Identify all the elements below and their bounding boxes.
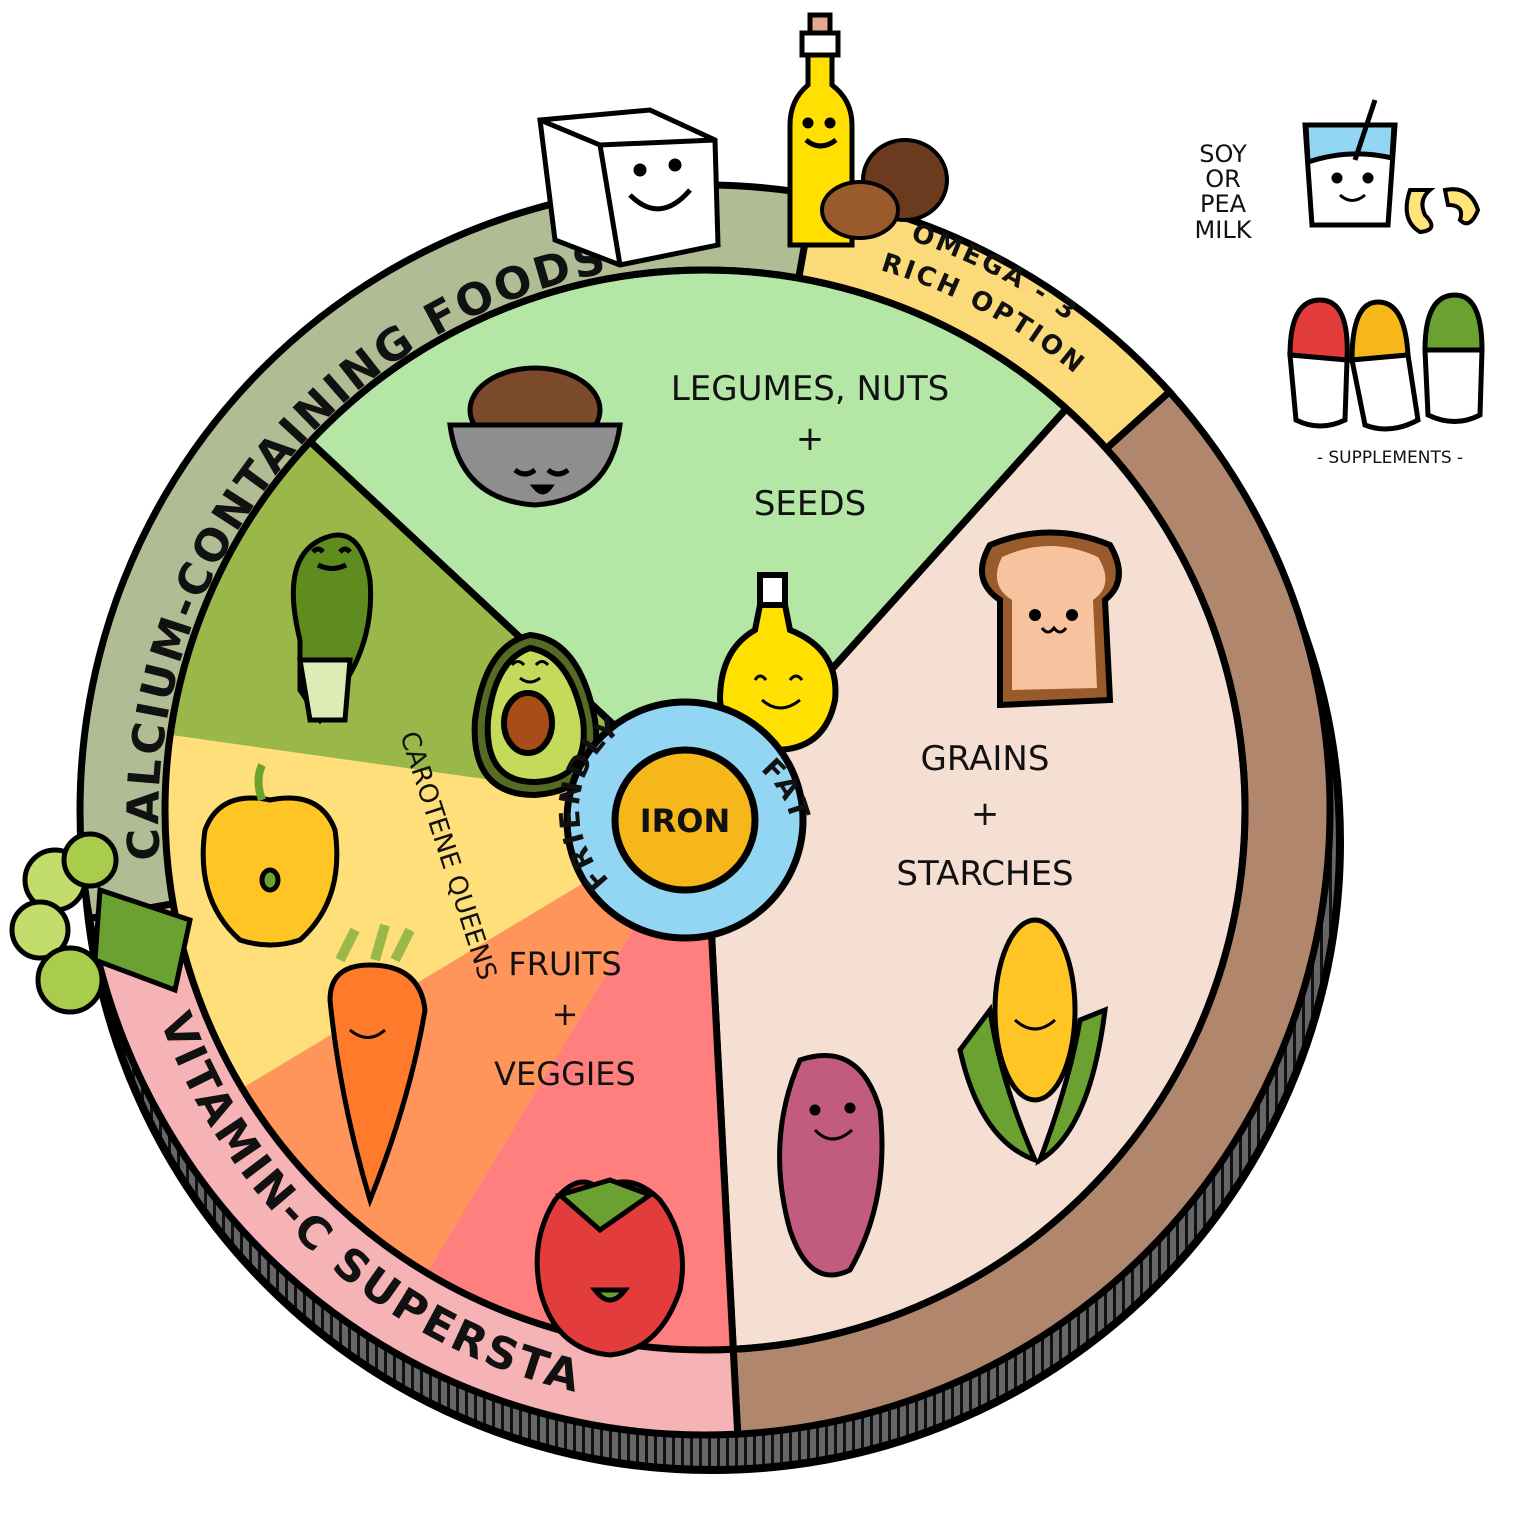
svg-text:GRAINS: GRAINS xyxy=(921,739,1050,779)
tofu-character xyxy=(537,107,721,268)
milk-label-line2: OR xyxy=(1205,165,1241,194)
iron-label: IRON xyxy=(640,802,731,840)
broccoli-character xyxy=(9,831,193,1015)
iron-circle xyxy=(611,746,759,894)
supplements-label: - SUPPLEMENTS - xyxy=(1316,448,1464,468)
svg-text:+: + xyxy=(552,995,579,1033)
center-badge xyxy=(563,698,807,942)
strawberry-character xyxy=(534,1177,685,1358)
cashew-icon xyxy=(1404,187,1481,235)
sweet-potato-character xyxy=(777,1053,885,1278)
pill-red xyxy=(1287,297,1350,429)
walnut-character xyxy=(820,138,949,240)
svg-text:FRUITS: FRUITS xyxy=(508,945,621,983)
legume-bowl-character xyxy=(447,365,623,508)
pill-green xyxy=(1422,292,1485,424)
oil-jug-character xyxy=(716,572,839,754)
supplements-pills xyxy=(1287,292,1485,432)
svg-text:SEEDS: SEEDS xyxy=(754,484,866,524)
milk-label-line3: PEA MILK xyxy=(1194,190,1252,244)
avocado-character xyxy=(471,631,600,799)
svg-text:LEGUMES, NUTS: LEGUMES, NUTS xyxy=(671,369,949,409)
svg-text:+: + xyxy=(796,419,825,459)
svg-text:VEGGIES: VEGGIES xyxy=(494,1055,636,1093)
pill-yellow xyxy=(1349,299,1421,432)
svg-text:+: + xyxy=(971,794,1000,834)
toast-character xyxy=(979,529,1122,709)
bok-choy-character xyxy=(290,532,374,725)
milk-glass-character xyxy=(1302,99,1398,228)
fruits-label: FRUITS + VEGGIES xyxy=(494,945,636,1093)
bell-pepper-character xyxy=(200,763,340,948)
carrot-character xyxy=(327,923,428,1208)
svg-text:STARCHES: STARCHES xyxy=(896,854,1073,894)
milk-label-line1: SOY xyxy=(1199,140,1247,168)
grains-label: GRAINS + STARCHES xyxy=(896,739,1073,894)
legumes-label: LEGUMES, NUTS + SEEDS xyxy=(671,369,949,524)
milk-label: SOY OR PEA MILK xyxy=(1168,140,1278,244)
corn-character xyxy=(957,917,1109,1166)
